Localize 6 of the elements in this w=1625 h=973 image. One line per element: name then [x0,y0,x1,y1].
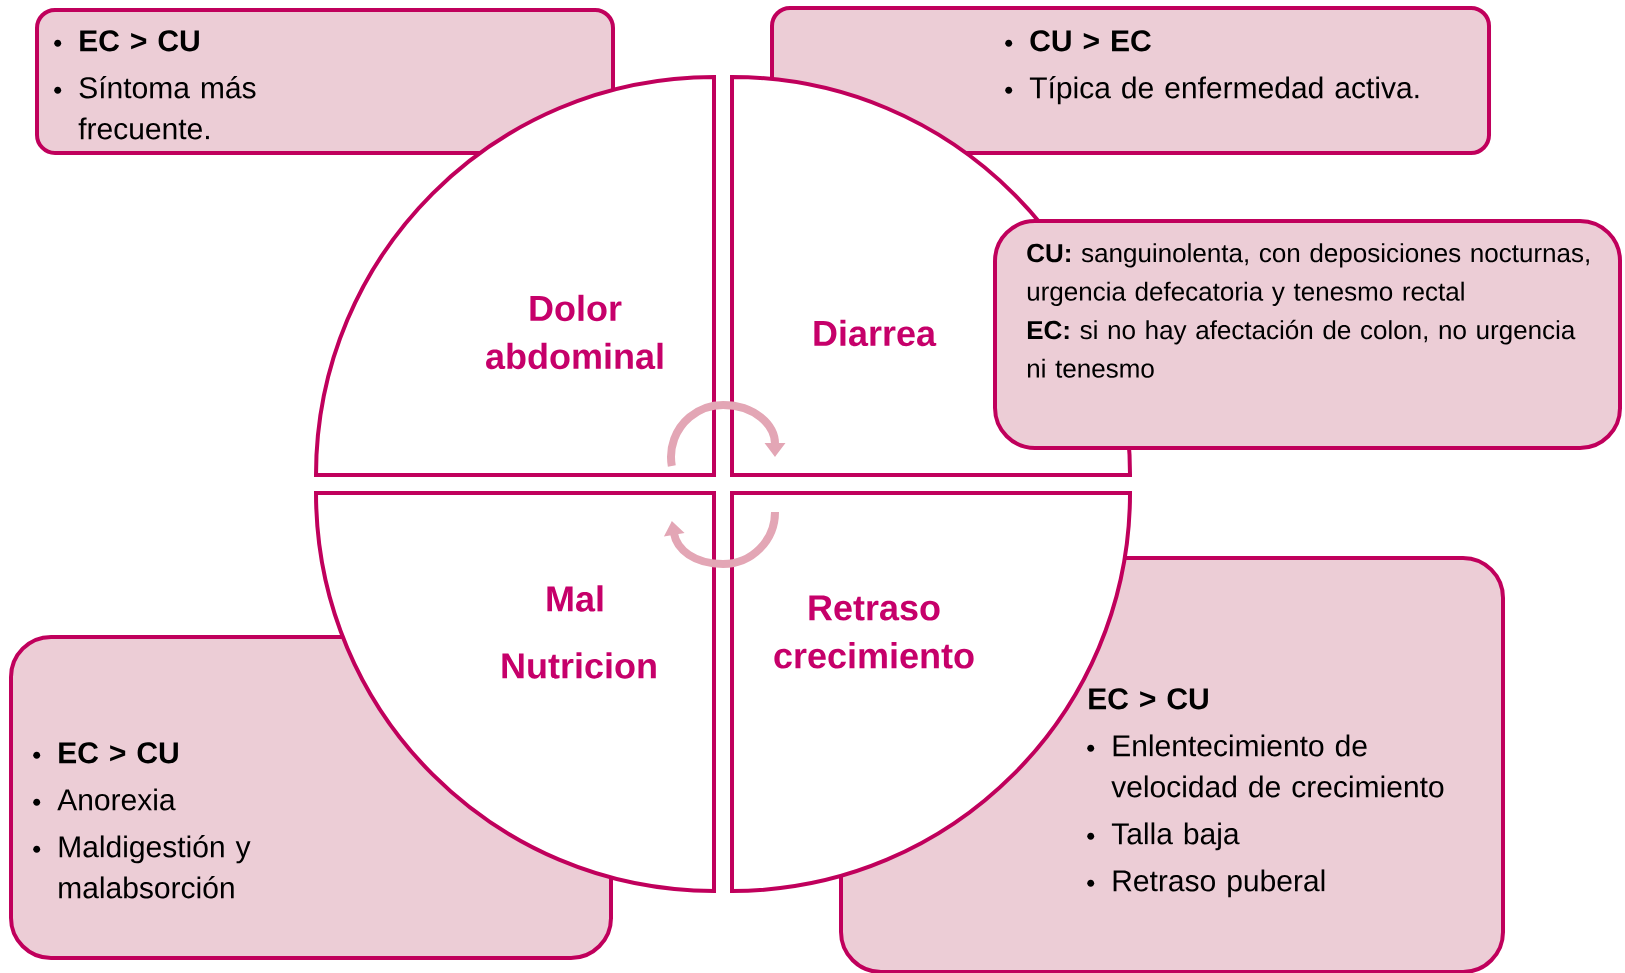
text-box: CU: sanguinolenta, con deposiciones nocturnas, urgencia defecatoria y tenesmo rectal EC: si no hay afectación de colon, no urgencia ni tenesmo [993,219,1622,450]
quadrant-sector: Dolor abdominal [314,75,716,477]
text-box: EC > CU Síntoma más frecuente. [35,8,615,155]
text-box: CU > EC Típica de enfermedad activa. [770,6,1491,155]
cycle-arrow [667,400,786,467]
quadrant-sector: Mal Nutricion [314,491,716,893]
